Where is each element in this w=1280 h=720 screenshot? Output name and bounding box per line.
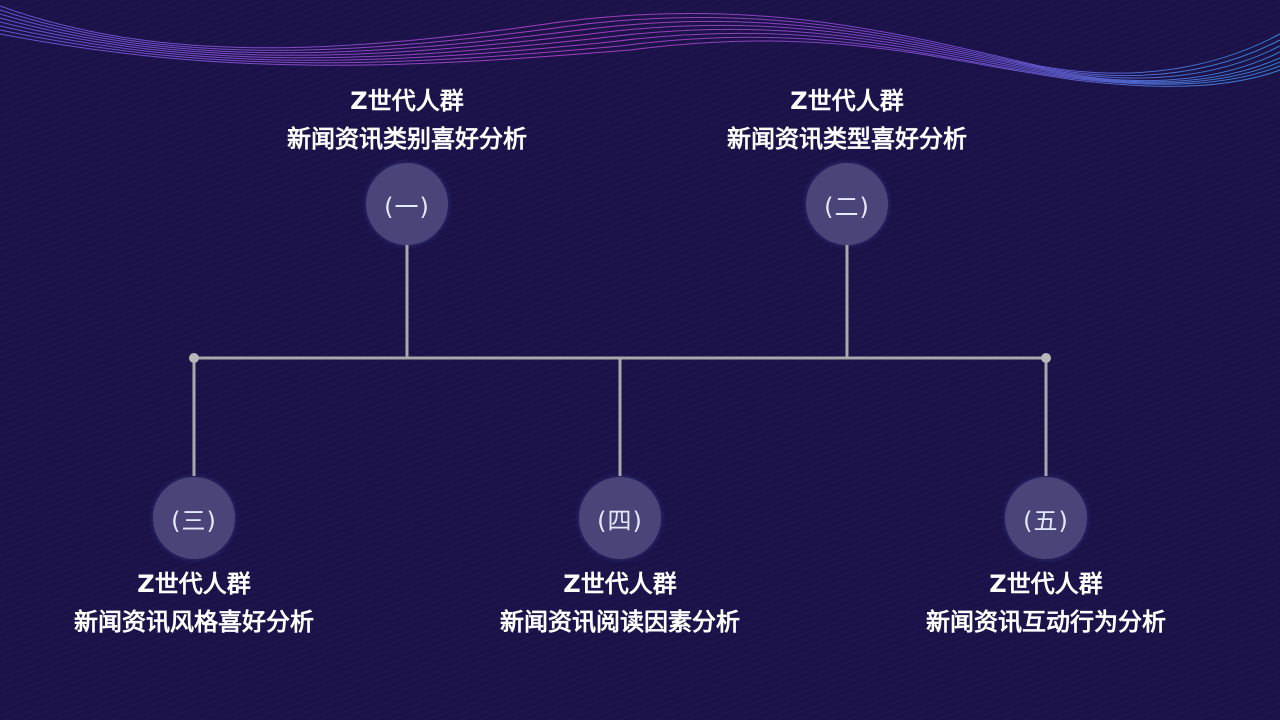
trunk-endpoint-left	[189, 353, 199, 363]
node-3-title: Z世代人群	[137, 570, 251, 598]
node-1-label: Z世代人群 新闻资讯类别喜好分析	[237, 82, 577, 158]
node-5-title: Z世代人群	[989, 570, 1103, 598]
node-3-badge: (三)	[153, 477, 235, 559]
node-2-title: Z世代人群	[790, 87, 904, 115]
node-2-subtitle: 新闻资讯类型喜好分析	[727, 125, 967, 153]
decorative-wave	[0, 5, 1280, 87]
node-1-badge: (一)	[366, 163, 448, 245]
node-5-label: Z世代人群 新闻资讯互动行为分析	[876, 565, 1216, 641]
node-1-title: Z世代人群	[350, 87, 464, 115]
trunk-endpoint-right	[1041, 353, 1051, 363]
node-2-badge: (二)	[806, 163, 888, 245]
node-4-subtitle: 新闻资讯阅读因素分析	[500, 608, 740, 636]
node-5-badge: (五)	[1005, 477, 1087, 559]
node-3-label: Z世代人群 新闻资讯风格喜好分析	[24, 565, 364, 641]
node-2-label: Z世代人群 新闻资讯类型喜好分析	[677, 82, 1017, 158]
node-4-title: Z世代人群	[563, 570, 677, 598]
node-4-label: Z世代人群 新闻资讯阅读因素分析	[450, 565, 790, 641]
node-3-subtitle: 新闻资讯风格喜好分析	[74, 608, 314, 636]
node-1-subtitle: 新闻资讯类别喜好分析	[287, 125, 527, 153]
node-5-subtitle: 新闻资讯互动行为分析	[926, 608, 1166, 636]
node-4-badge: (四)	[579, 477, 661, 559]
